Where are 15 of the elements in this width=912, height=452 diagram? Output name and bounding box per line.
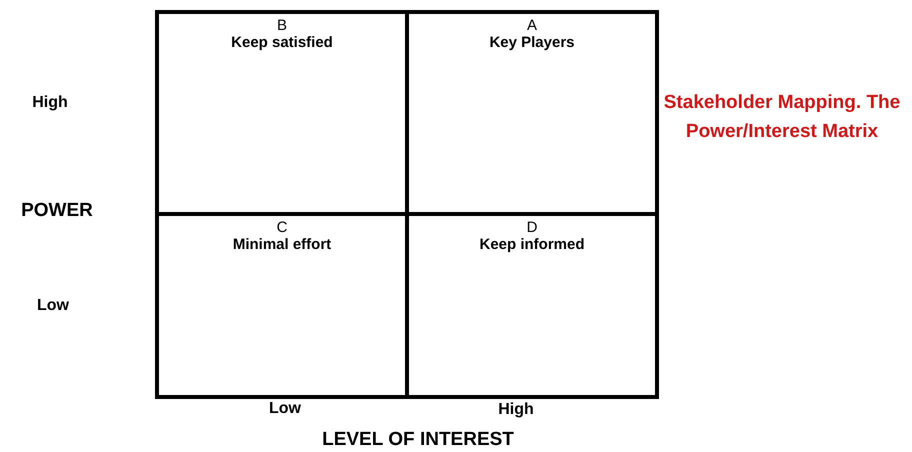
axis-level-label: High bbox=[498, 401, 534, 419]
quadrant-letter: A bbox=[526, 17, 537, 34]
axis-level-label: High bbox=[32, 94, 68, 112]
quadrant-label: Minimal effort bbox=[232, 236, 332, 253]
axis-title: LEVEL OF INTEREST bbox=[322, 429, 514, 451]
quadrant-letter: B bbox=[276, 17, 287, 34]
quadrant-label: Keep satisfied bbox=[231, 34, 333, 51]
title: Stakeholder Mapping. The Power/Interest Matrix bbox=[662, 91, 902, 144]
axis-title: POWER bbox=[21, 200, 93, 222]
quadrant-letter: D bbox=[526, 219, 538, 236]
quadrant-letter: C bbox=[276, 219, 288, 236]
axis-level-label: Low bbox=[37, 297, 69, 315]
quadrant-label: Keep informed bbox=[479, 236, 584, 253]
axis-level-label: Low bbox=[269, 400, 301, 418]
quadrant-label: Key Players bbox=[489, 34, 575, 51]
